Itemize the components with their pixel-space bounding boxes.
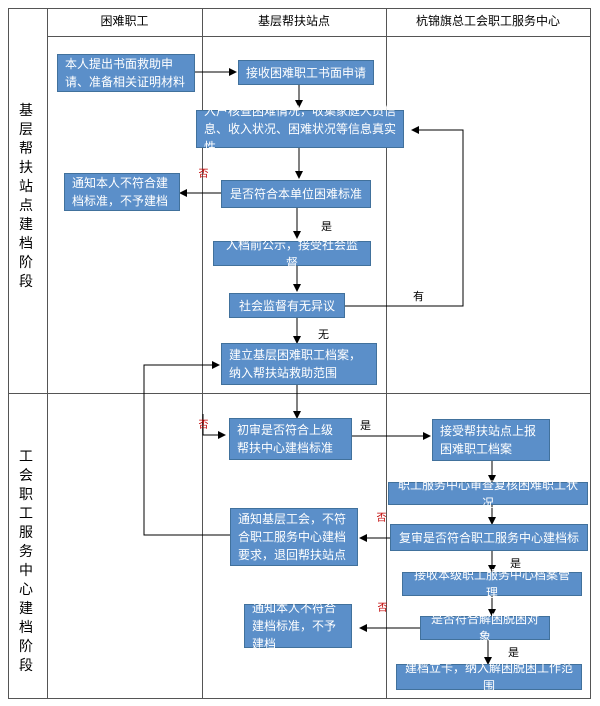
label-yes-first: 是 [360, 419, 371, 432]
box-accept: 接受帮扶站点上报困难职工档案 [432, 419, 550, 461]
box-notify-base: 通知基层工会，不符合职工服务中心建档要求，退回帮扶站点 [230, 508, 358, 566]
box-notify2: 通知本人不符合建档标准，不予建档 [244, 601, 352, 651]
label-yes-second: 是 [510, 557, 521, 570]
label-yes-unit: 是 [321, 220, 332, 233]
box-notify1: 通知本人不符合建档标准，不予建档 [64, 173, 180, 211]
column-header-center: 杭锦旗总工会职工服务中心 [415, 14, 560, 28]
box-establish: 建立基层困难职工档案，纳入帮扶站救助范围 [221, 343, 377, 385]
column-header-station: 基层帮扶站点 [257, 14, 330, 28]
phase-label-center: 工会职工服务中心建档阶段 [19, 449, 33, 674]
label-no-second: 否 [374, 512, 385, 522]
box-apply: 本人提出书面救助申请、准备相关证明材料 [57, 54, 195, 92]
label-has-objection: 有 [413, 290, 424, 303]
phase-label-station: 基层帮扶站点建档阶段 [19, 103, 33, 290]
box-receive: 接收困难职工书面申请 [238, 60, 374, 85]
box-objection: 社会监督有无异议 [229, 293, 345, 318]
box-recheck: 职工服务中心审查复核困难职工状况 [388, 478, 588, 510]
label-no-relief: 否 [375, 602, 386, 612]
label-no-first: 否 [196, 419, 207, 429]
arrow-no-first [202, 414, 226, 439]
swimlane-grid [8, 8, 591, 699]
box-relief-object: 是否符合解困脱困对象 [420, 612, 550, 644]
arrow-notifybase-establish [143, 361, 230, 536]
box-first-review: 初审是否符合上级帮扶中心建档标准 [229, 418, 352, 460]
box-verify: 入户核查困难情况，收集家庭人员信息、收入状况、困难状况等信息真实性 [196, 104, 404, 154]
box-publicity: 入档前公示，接受社会监督 [213, 238, 371, 270]
label-no-unit: 否 [196, 168, 207, 178]
box-card: 建档立卡，纳入解困脱困工作范围 [396, 661, 582, 693]
label-yes-relief: 是 [508, 646, 519, 659]
column-header-worker: 困难职工 [100, 14, 149, 28]
box-unit-standard: 是否符合本单位困难标准 [221, 180, 371, 208]
box-second-review: 复审是否符合职工服务中心建档标 [390, 524, 588, 551]
arrow-objection-verify [345, 126, 464, 307]
label-none-objection: 无 [318, 328, 329, 341]
box-file-management: 接收本级职工服务中心档案管理 [402, 568, 582, 600]
